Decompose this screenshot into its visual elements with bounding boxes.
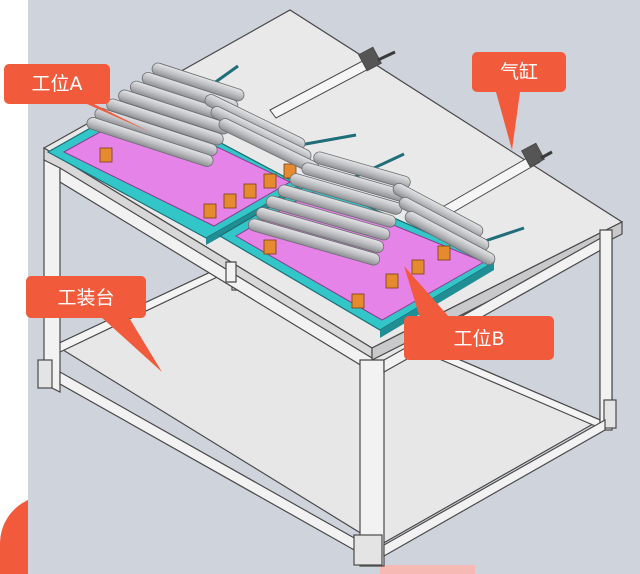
callout-cylinder-label: 气缸 [500,61,538,83]
pneumatic-cylinder-1 [269,46,396,119]
callout-fixture-table: 工装台 [26,276,162,372]
callout-fixture-table-label: 工装台 [57,287,114,309]
callout-station-b: 工位B [404,266,554,360]
station-b-rollers [248,151,496,266]
decorative-bar-bottom [380,565,475,574]
station-a-brackets [99,147,297,219]
decorative-circle [0,500,28,574]
callout-station-a: 工位A [4,64,150,132]
callout-cylinder: 气缸 [472,52,566,150]
callout-station-b-label: 工位B [453,328,504,350]
callout-station-a-label: 工位A [32,73,83,95]
